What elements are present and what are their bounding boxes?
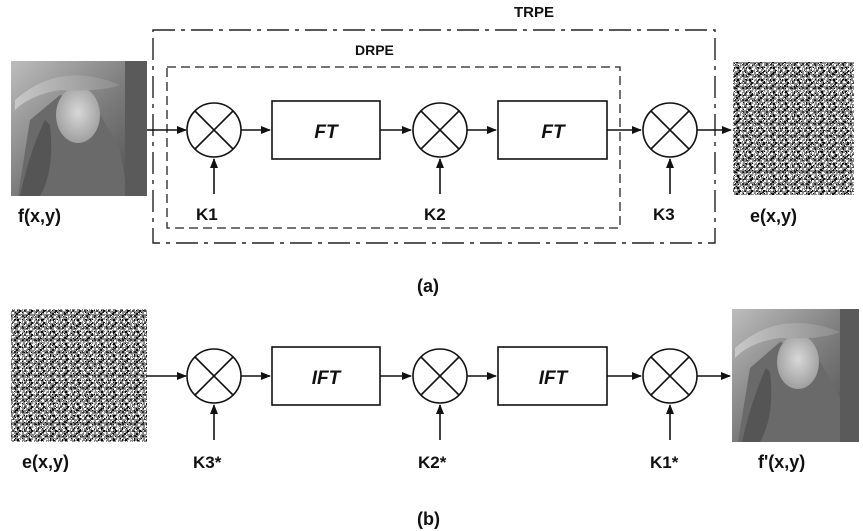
multiplier-2-a: [412, 102, 468, 158]
key3-label-b: K1*: [650, 453, 679, 472]
trpe-boundary: [152, 29, 716, 244]
svg-text:IFT: IFT: [312, 368, 342, 389]
multiplier-1-b: [186, 348, 242, 404]
multiplier-3-b: [642, 348, 698, 404]
key2-label-a: K2: [424, 205, 446, 224]
multiplier-2-b: [412, 348, 468, 404]
output-image-b: [732, 309, 859, 442]
input-label-a: f(x,y): [18, 206, 61, 226]
caption-a: (a): [417, 276, 439, 296]
trpe-label: TRPE: [514, 4, 554, 21]
drpe-label: DRPE: [355, 42, 394, 58]
key3-label-a: K3: [653, 205, 675, 224]
svg-text:FT: FT: [314, 122, 339, 143]
svg-text:FT: FT: [541, 122, 566, 143]
caption-b: (b): [417, 509, 440, 529]
drpe-boundary: [166, 66, 621, 229]
input-image-a: [11, 61, 147, 196]
ft-block-1: FT: [271, 100, 381, 160]
ift-block-1: IFT: [271, 346, 381, 406]
multiplier-3-a: [642, 102, 698, 158]
key1-label-b: K3*: [193, 453, 222, 472]
multiplier-1-a: [186, 102, 242, 158]
ft-block-2: FT: [497, 100, 608, 160]
output-label-a: e(x,y): [750, 206, 797, 226]
key2-label-b: K2*: [418, 453, 447, 472]
input-label-b: e(x,y): [22, 452, 69, 472]
ift-block-2: IFT: [497, 346, 608, 406]
output-label-b: f'(x,y): [758, 452, 805, 472]
svg-text:IFT: IFT: [539, 368, 569, 389]
output-noise-image-a: [733, 62, 854, 195]
input-noise-image-b: [11, 309, 147, 442]
key1-label-a: K1: [196, 205, 218, 224]
